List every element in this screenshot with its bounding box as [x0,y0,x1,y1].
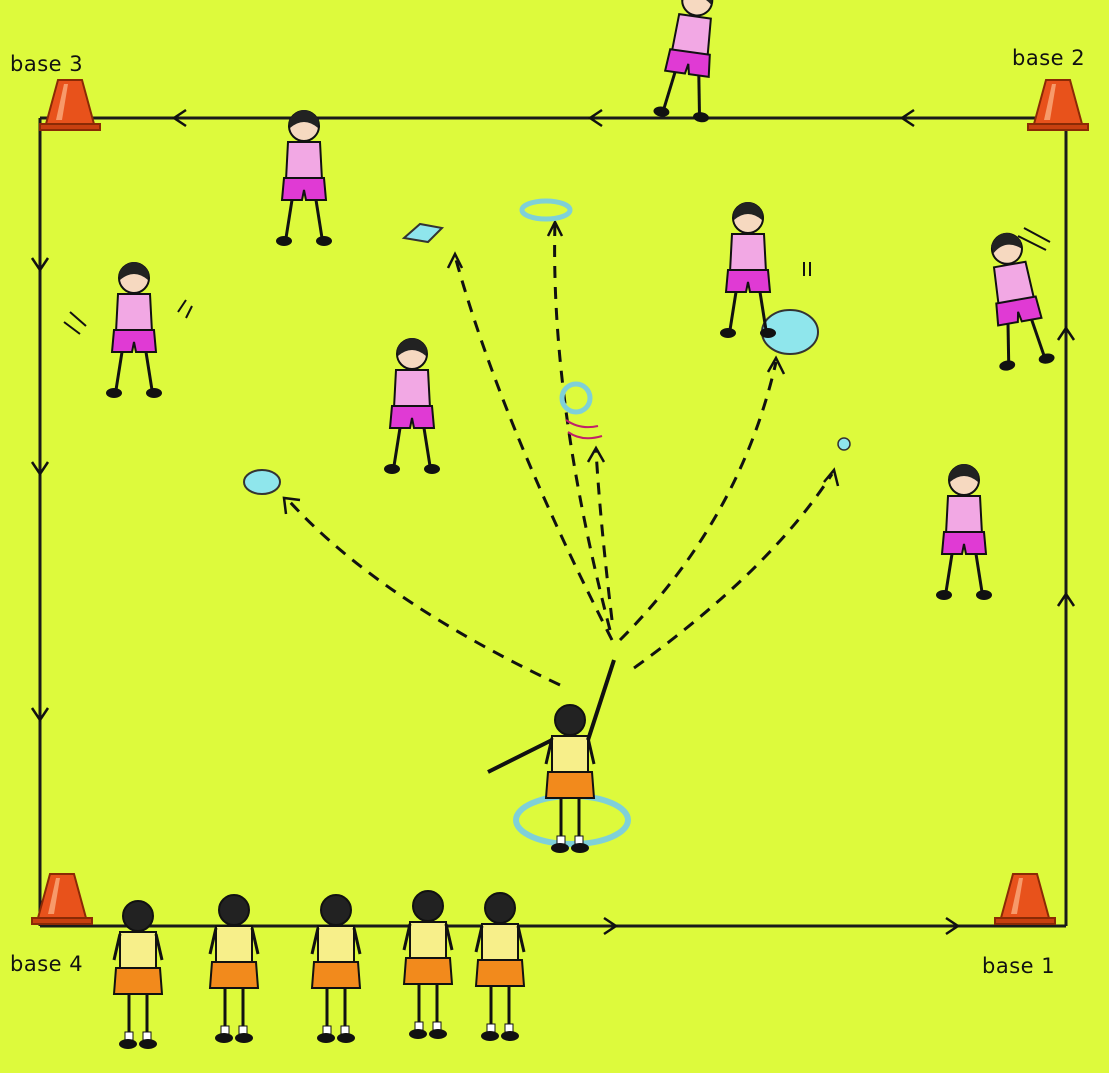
label-base-2: base 2 [1012,46,1085,70]
waiting-player-1 [114,901,162,1049]
fielder-center [384,338,440,474]
waiting-player-3 [312,895,360,1043]
waiting-player-2 [210,895,258,1043]
waiting-player-4 [404,891,452,1039]
waiting-player-5 [476,893,524,1041]
base-path [40,118,1066,926]
thrower [546,705,594,853]
label-base-4: base 4 [10,952,83,976]
hula-hoop [516,796,628,844]
tiny-ball [838,438,850,450]
direction-arrows [32,110,1074,934]
thrower-side-arm [488,740,552,772]
fielder-right [936,464,992,600]
fielder-jumping [106,262,162,398]
cone-base-1 [995,874,1055,924]
cone-base-3 [40,80,100,130]
thrower-raised-arm [588,660,614,740]
spin-lines [566,420,602,438]
fielder-base-3 [276,110,332,246]
cone-base-2 [1028,80,1088,130]
beanbag [404,224,442,242]
label-base-3: base 3 [10,52,83,76]
flying-ring [522,201,570,219]
spinning-ring [562,384,590,412]
small-ball [244,470,280,494]
fielder-top [653,0,727,123]
label-base-1: base 1 [982,954,1055,978]
